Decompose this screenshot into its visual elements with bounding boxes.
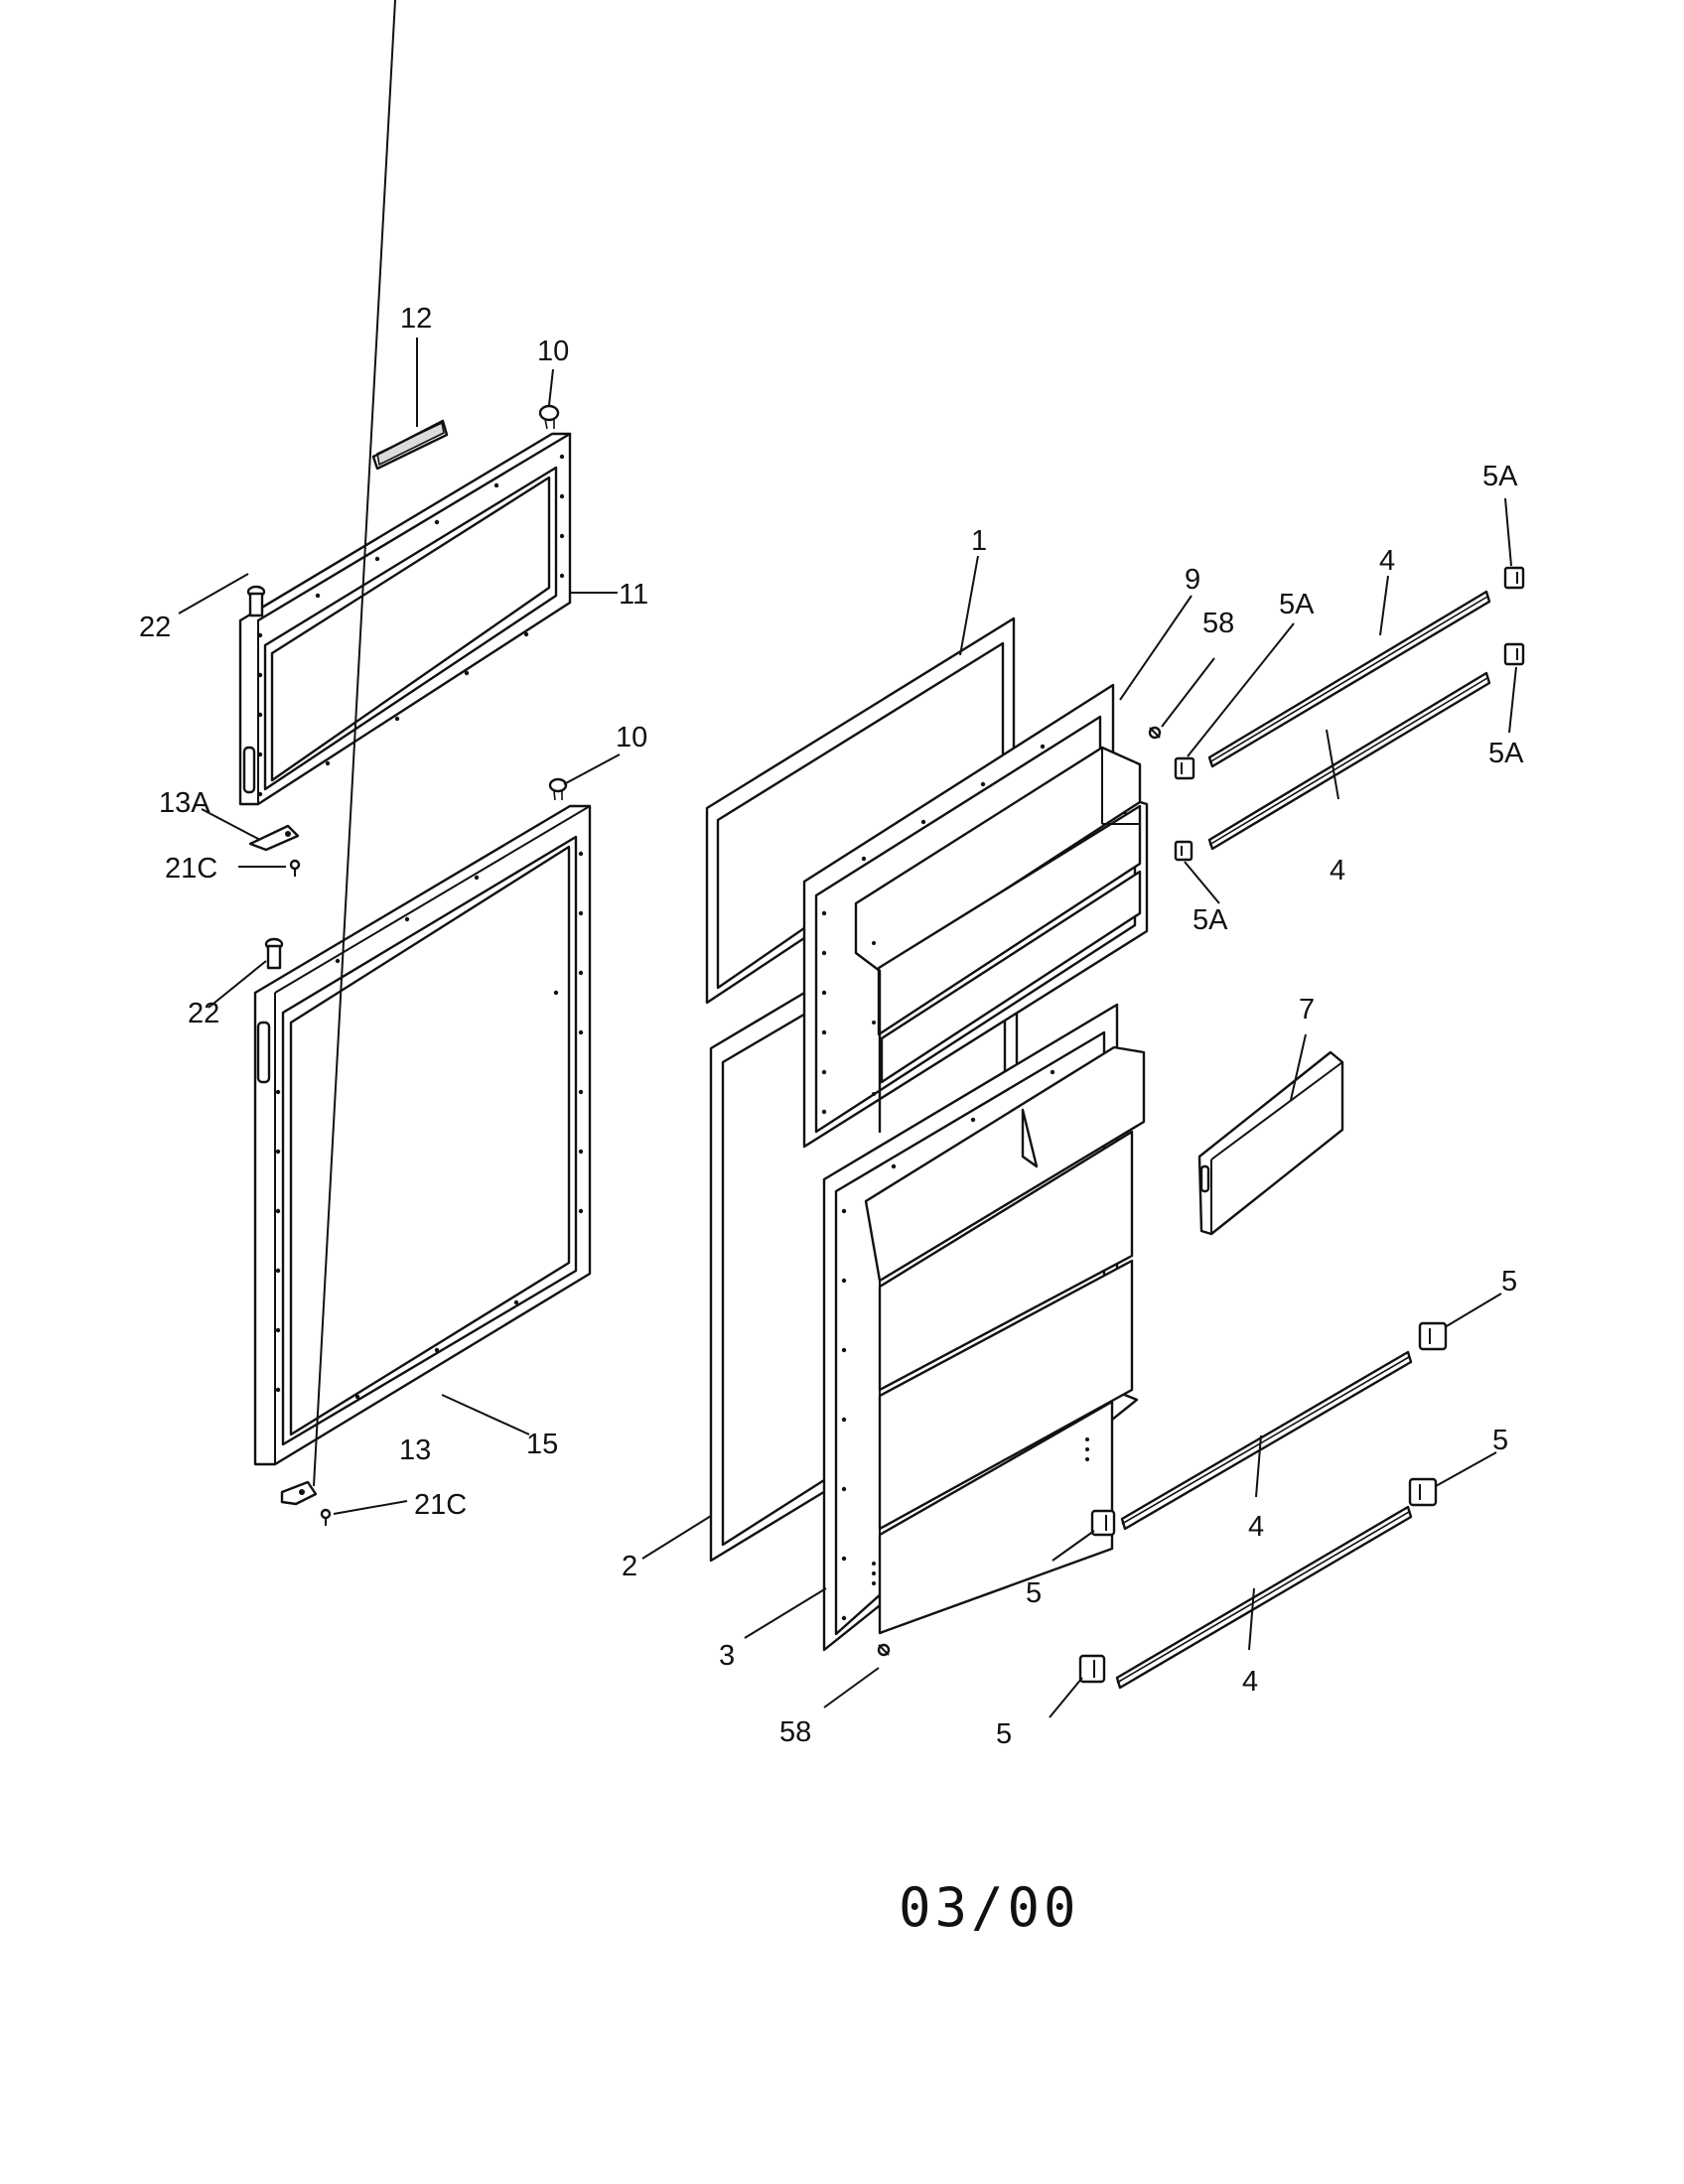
callout-7: 7 bbox=[1299, 994, 1315, 1025]
callout-5a-b: 5A bbox=[1482, 461, 1518, 492]
callout-22-mid: 22 bbox=[188, 998, 219, 1029]
callout-2: 2 bbox=[622, 1551, 637, 1582]
freezer-inner-liner-part-9 bbox=[802, 683, 1149, 1149]
hinge-pin-part-22-top bbox=[246, 585, 266, 617]
callout-10-top: 10 bbox=[537, 336, 569, 367]
fresh-food-inner-liner-part-3 bbox=[822, 1003, 1146, 1652]
callout-1: 1 bbox=[971, 525, 987, 557]
hinge-bracket-part-13a bbox=[248, 824, 300, 852]
callout-4-d: 4 bbox=[1242, 1666, 1258, 1698]
shelf-rail-part-4-d bbox=[1115, 1505, 1413, 1690]
rail-clip-part-5-c bbox=[1090, 1509, 1116, 1537]
callout-9: 9 bbox=[1185, 564, 1200, 596]
callout-5a-d: 5A bbox=[1193, 904, 1228, 936]
callout-4-a: 4 bbox=[1379, 545, 1395, 577]
hinge-cap-part-10-top bbox=[538, 404, 560, 430]
screw-part-58-top bbox=[1148, 726, 1162, 740]
callout-4-c: 4 bbox=[1248, 1511, 1264, 1543]
shelf-rail-part-4-c bbox=[1120, 1350, 1413, 1531]
callout-5-c: 5 bbox=[1026, 1577, 1042, 1609]
hinge-pin-part-22-mid bbox=[264, 937, 284, 970]
callout-58-top: 58 bbox=[1202, 608, 1234, 639]
screw-part-21c-top bbox=[289, 859, 301, 877]
freezer-door-rivets bbox=[257, 454, 565, 797]
rail-clip-part-5-b bbox=[1408, 1477, 1438, 1507]
leader-lines bbox=[178, 0, 1517, 1718]
fresh-food-door-rivets bbox=[275, 851, 584, 1400]
screw-part-21c-bottom bbox=[320, 1508, 332, 1526]
shelf-rail-part-4-b bbox=[1207, 671, 1491, 851]
screw-part-58-bottom bbox=[877, 1643, 891, 1657]
callout-13: 13 bbox=[399, 1434, 431, 1466]
callout-5-d: 5 bbox=[996, 1718, 1012, 1750]
freezer-door-panel-part-11 bbox=[238, 432, 572, 806]
shelf-rail-part-4-a bbox=[1207, 590, 1491, 768]
callout-12: 12 bbox=[400, 303, 432, 335]
date-code: 03/00 bbox=[899, 1876, 1080, 1939]
callout-5a-c: 5A bbox=[1488, 738, 1524, 769]
callout-labels: 12 10 22 11 13A 21C 10 22 15 13 21C 1 9 … bbox=[139, 303, 1524, 1750]
callout-21c-top: 21C bbox=[165, 853, 217, 885]
callout-22-top: 22 bbox=[139, 612, 171, 643]
callout-58-bottom: 58 bbox=[779, 1716, 811, 1748]
callout-21c-bottom: 21C bbox=[414, 1489, 467, 1521]
callout-15: 15 bbox=[526, 1429, 558, 1460]
dairy-door-part-7 bbox=[1197, 1050, 1344, 1236]
callout-10-mid: 10 bbox=[616, 722, 647, 753]
rail-clip-part-5a-c bbox=[1503, 566, 1525, 590]
hinge-bracket-part-13 bbox=[280, 1480, 318, 1506]
trim-strip-part-12 bbox=[371, 419, 449, 471]
rail-clip-part-5-d bbox=[1078, 1654, 1106, 1684]
fresh-food-door-panel-part-15 bbox=[253, 804, 592, 1466]
callout-4-b: 4 bbox=[1330, 855, 1345, 887]
callout-11: 11 bbox=[619, 579, 648, 611]
rail-clip-part-5a-a bbox=[1174, 756, 1195, 780]
callout-13a: 13A bbox=[159, 787, 210, 819]
rail-clip-part-5-a bbox=[1418, 1321, 1448, 1351]
rail-clip-part-5a-d bbox=[1503, 642, 1525, 666]
rail-clip-part-5a-b bbox=[1174, 840, 1193, 862]
callout-3: 3 bbox=[719, 1640, 735, 1672]
hinge-cap-part-10-mid bbox=[548, 777, 568, 801]
callout-5-b: 5 bbox=[1492, 1425, 1508, 1456]
callout-5-a: 5 bbox=[1501, 1266, 1517, 1297]
callout-5a-a: 5A bbox=[1279, 589, 1315, 620]
